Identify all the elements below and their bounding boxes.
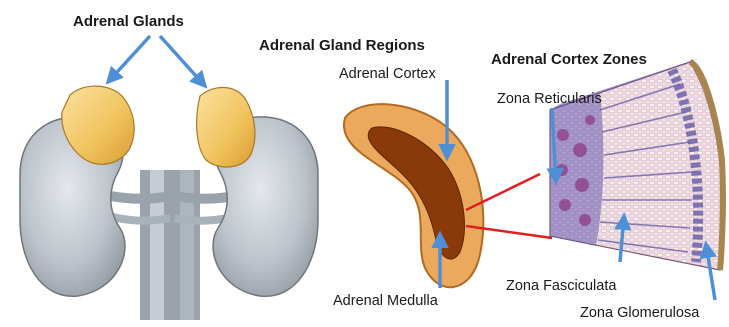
gland-cross-section [344, 104, 483, 287]
arrow-left-gland [108, 36, 150, 82]
cortex-zones-wedge [550, 58, 726, 270]
label-cortex-zones-title: Adrenal Cortex Zones [491, 52, 647, 67]
label-adrenal-cortex: Adrenal Cortex [339, 67, 436, 82]
label-regions-title: Adrenal Gland Regions [259, 38, 425, 53]
label-adrenal-glands: Adrenal Glands [73, 14, 184, 29]
label-adrenal-medulla: Adrenal Medulla [333, 294, 438, 309]
label-zona-glomerulosa: Zona Glomerulosa [580, 306, 699, 321]
kidneys-illustration [20, 86, 318, 320]
label-zona-reticularis: Zona Reticularis [497, 92, 602, 107]
arrow-right-gland [160, 36, 205, 86]
label-zona-fasciculata: Zona Fasciculata [506, 279, 616, 294]
